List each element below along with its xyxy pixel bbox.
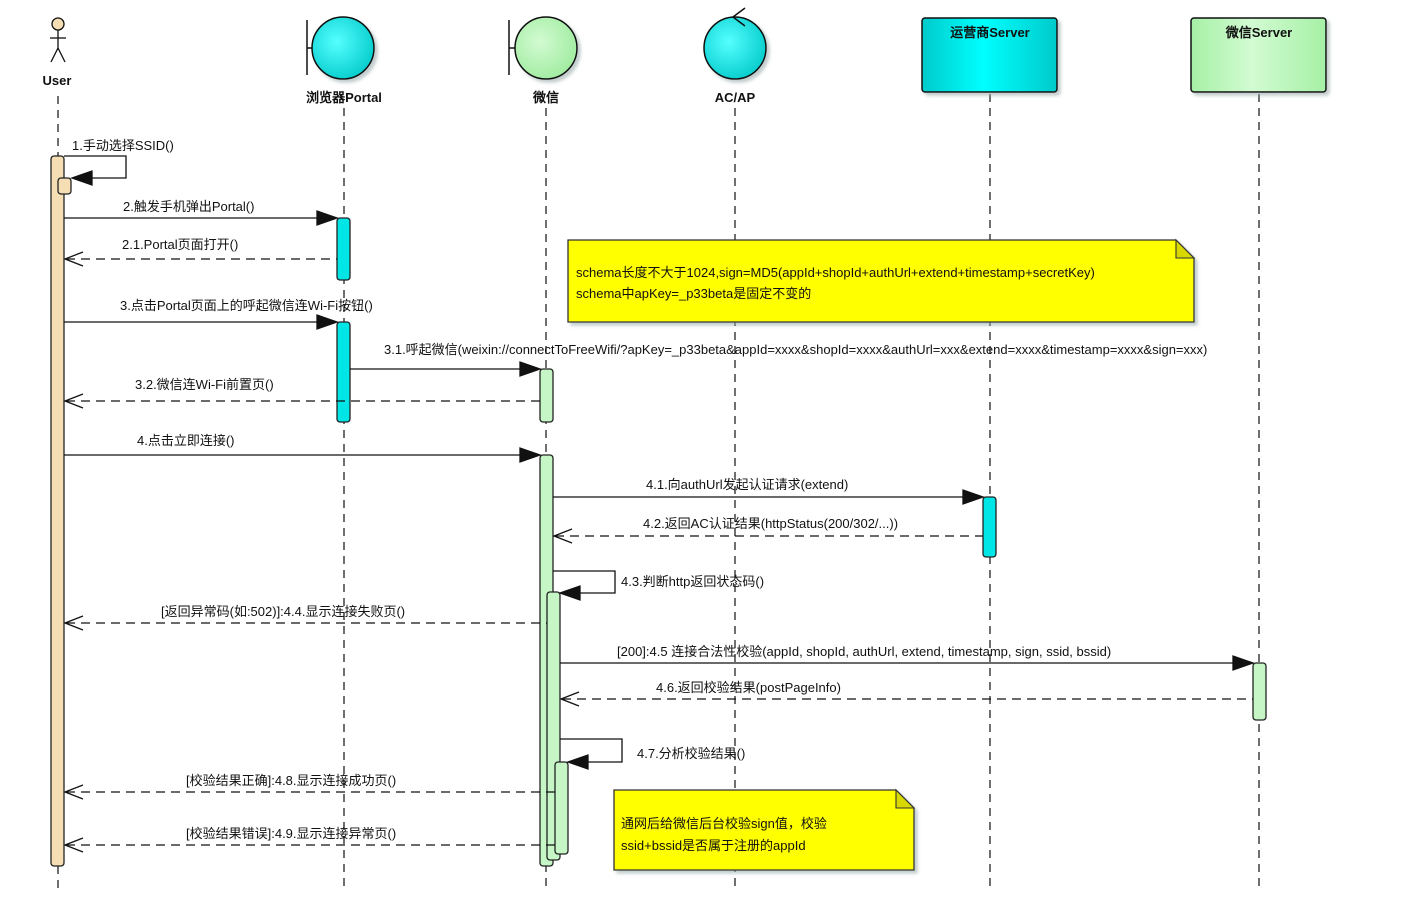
message-4-4[interactable]: [返回异常码(如:502)]:4.4.显示连接失败页()	[63, 604, 547, 631]
message-3[interactable]: 3.点击Portal页面上的呼起微信连Wi-Fi按钮()	[64, 298, 373, 330]
arrowhead-filled	[558, 585, 581, 601]
message-4-2[interactable]: 4.2.返回AC认证结果(httpStatus(200/302/...))	[552, 516, 983, 544]
participant-box	[921, 17, 1058, 93]
activation-wechat-4	[554, 761, 569, 855]
participant-box	[1190, 17, 1327, 93]
message-3-1[interactable]: 3.1.呼起微信(weixin://connectToFreeWifi/?apK…	[350, 342, 1207, 377]
message-4-6[interactable]: 4.6.返回校验结果(postPageInfo)	[559, 680, 1253, 707]
boundary-icon	[508, 16, 578, 80]
arrowhead-filled	[962, 489, 985, 505]
message-label: 3.点击Portal页面上的呼起微信连Wi-Fi按钮()	[120, 298, 373, 313]
participant-acap[interactable]: AC/AP	[703, 7, 767, 105]
note-line: ssid+bssid是否属于注册的appId	[621, 838, 806, 853]
message-2-1[interactable]: 2.1.Portal页面打开()	[63, 237, 337, 267]
message-label: 2.触发手机弹出Portal()	[123, 199, 254, 214]
boundary-icon	[306, 16, 375, 80]
note-line: schema长度不大于1024,sign=MD5(appId+shopId+au…	[576, 265, 1095, 280]
arrowhead-open	[63, 784, 84, 800]
note-line: 通网后给微信后台校验sign值，校验	[621, 816, 827, 831]
arrowhead-filled	[1232, 655, 1255, 671]
arrowhead-open	[63, 837, 84, 853]
message-label: 1.手动选择SSID()	[72, 138, 174, 153]
message-label: 4.7.分析校验结果()	[637, 746, 745, 761]
activations	[50, 155, 1267, 867]
participant-label: 浏览器Portal	[306, 90, 382, 105]
note-shape	[613, 789, 915, 871]
participant-wxserver[interactable]: 微信Server	[1190, 17, 1327, 93]
participant-label: 运营商Server	[950, 25, 1029, 40]
message-4-3[interactable]: 4.3.判断http返回状态码()	[553, 570, 764, 601]
participant-label: 微信Server	[1225, 25, 1292, 40]
message-2[interactable]: 2.触发手机弹出Portal()	[64, 199, 339, 226]
participant-opserver[interactable]: 运营商Server	[921, 17, 1058, 93]
activation-browser-1	[336, 217, 351, 281]
message-label: 3.2.微信连Wi-Fi前置页()	[135, 377, 274, 392]
control-icon	[703, 7, 767, 80]
note-sign-check[interactable]: 通网后给微信后台校验sign值，校验 ssid+bssid是否属于注册的appI…	[613, 788, 916, 871]
note-fold	[1175, 238, 1196, 259]
participant-label: AC/AP	[715, 90, 756, 105]
arrowhead-filled	[70, 170, 93, 186]
message-label: 4.2.返回AC认证结果(httpStatus(200/302/...))	[643, 516, 898, 531]
message-4-1[interactable]: 4.1.向authUrl发起认证请求(extend)	[553, 477, 985, 505]
arrowhead-filled	[519, 361, 542, 377]
arrowhead-open	[552, 528, 573, 544]
participant-label: 微信	[532, 90, 559, 105]
message-label: [返回异常码(如:502)]:4.4.显示连接失败页()	[161, 604, 405, 619]
note-fold	[895, 788, 916, 809]
message-label: [校验结果错误]:4.9.显示连接异常页()	[186, 826, 396, 841]
arrowhead-open	[63, 251, 84, 267]
participant-user[interactable]: User	[43, 17, 72, 88]
note-shape	[567, 239, 1195, 323]
message-label: 4.6.返回校验结果(postPageInfo)	[656, 680, 841, 695]
note-schema[interactable]: schema长度不大于1024,sign=MD5(appId+shopId+au…	[567, 238, 1196, 323]
arrowhead-open	[63, 615, 84, 631]
arrowhead-filled	[519, 447, 542, 463]
message-4[interactable]: 4.点击立即连接()	[64, 433, 542, 463]
message-3-2[interactable]: 3.2.微信连Wi-Fi前置页()	[63, 377, 540, 409]
arrowhead-filled	[566, 754, 589, 770]
messages: 1.手动选择SSID() 2.触发手机弹出Portal() 2.1.Portal…	[63, 138, 1255, 853]
activation-opserver	[982, 496, 997, 558]
message-4-8[interactable]: [校验结果正确]:4.8.显示连接成功页()	[63, 773, 555, 800]
participant-browser[interactable]: 浏览器Portal	[306, 16, 382, 105]
message-label: [校验结果正确]:4.8.显示连接成功页()	[186, 773, 396, 788]
arrowhead-filled	[316, 210, 339, 226]
arrowhead-open	[559, 691, 580, 707]
activation-user	[50, 155, 65, 867]
message-label: 4.1.向authUrl发起认证请求(extend)	[646, 477, 848, 492]
activation-wechat-1	[539, 368, 554, 423]
actor-icon	[50, 17, 66, 63]
message-label: [200]:4.5 连接合法性校验(appId, shopId, authUrl…	[617, 644, 1111, 659]
message-4-9[interactable]: [校验结果错误]:4.9.显示连接异常页()	[63, 826, 555, 853]
note-line: schema中apKey=_p33beta是固定不变的	[576, 286, 811, 301]
participant-label: User	[43, 73, 72, 88]
message-4-7[interactable]: 4.7.分析校验结果()	[560, 738, 745, 770]
message-label: 4.点击立即连接()	[137, 433, 235, 448]
activation-wxserver	[1252, 662, 1267, 721]
activation-user-self	[57, 177, 72, 195]
arrowhead-filled	[316, 314, 339, 330]
activation-browser-2	[336, 321, 351, 423]
message-4-5[interactable]: [200]:4.5 连接合法性校验(appId, shopId, authUrl…	[560, 644, 1255, 671]
message-label: 4.3.判断http返回状态码()	[621, 574, 764, 589]
message-label: 2.1.Portal页面打开()	[122, 237, 238, 252]
participant-wechat[interactable]: 微信	[508, 16, 578, 105]
message-label: 3.1.呼起微信(weixin://connectToFreeWifi/?apK…	[384, 342, 1207, 357]
arrowhead-open	[63, 393, 84, 409]
message-1[interactable]: 1.手动选择SSID()	[64, 138, 174, 186]
